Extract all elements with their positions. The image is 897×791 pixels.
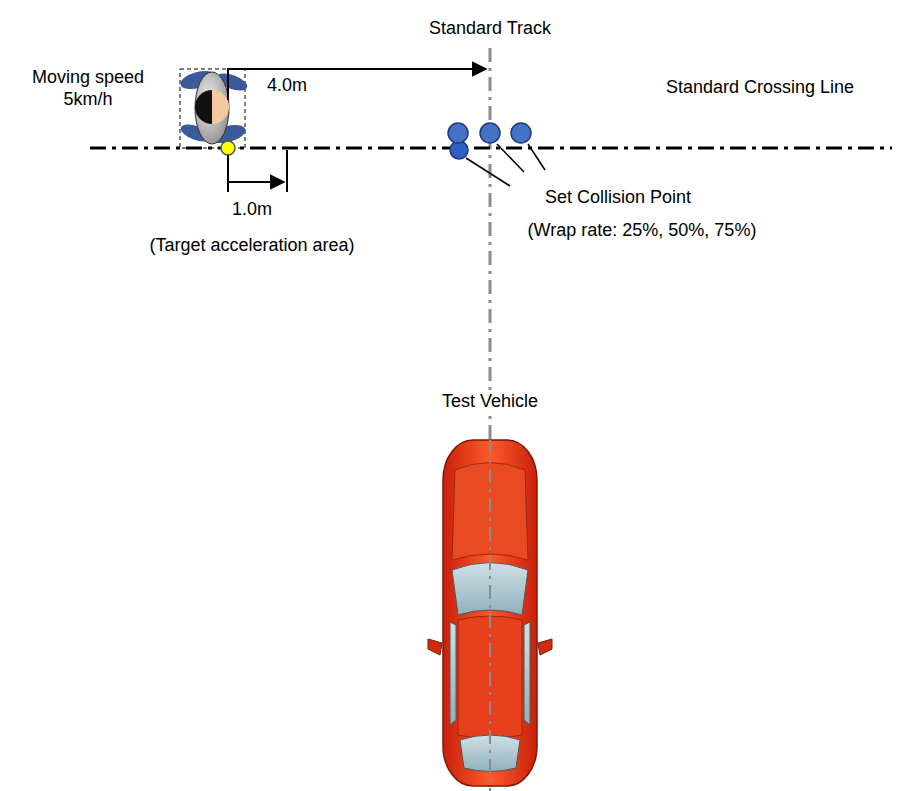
- vehicle-label: Test Vehicle: [438, 390, 542, 412]
- dimension-tick: [227, 68, 229, 100]
- standard-track-line: [489, 440, 491, 791]
- leader-line: [466, 158, 510, 186]
- collision-points: [448, 123, 531, 159]
- dimension-label: 1.0m: [232, 198, 272, 220]
- axis-label: Standard Crossing Line: [666, 76, 854, 98]
- leader-line: [528, 144, 545, 170]
- axis-label: Standard Track: [429, 17, 551, 39]
- callout-note: (Wrap rate: 25%, 50%, 75%): [528, 219, 757, 241]
- area-label: (Target acceleration area): [149, 234, 354, 256]
- callout-label: Set Collision Point: [545, 186, 691, 208]
- speed-label: Moving speed 5km/h: [28, 66, 148, 110]
- dimension-label: 4.0m: [267, 74, 307, 96]
- reference-point: [221, 141, 235, 155]
- dimension-tick: [286, 150, 288, 192]
- pedestrian-dummy: [179, 68, 250, 148]
- dimension-arrow: [228, 181, 284, 183]
- dimension-tick: [227, 155, 229, 192]
- leader-line: [497, 144, 524, 172]
- dimension-arrow: [228, 68, 486, 70]
